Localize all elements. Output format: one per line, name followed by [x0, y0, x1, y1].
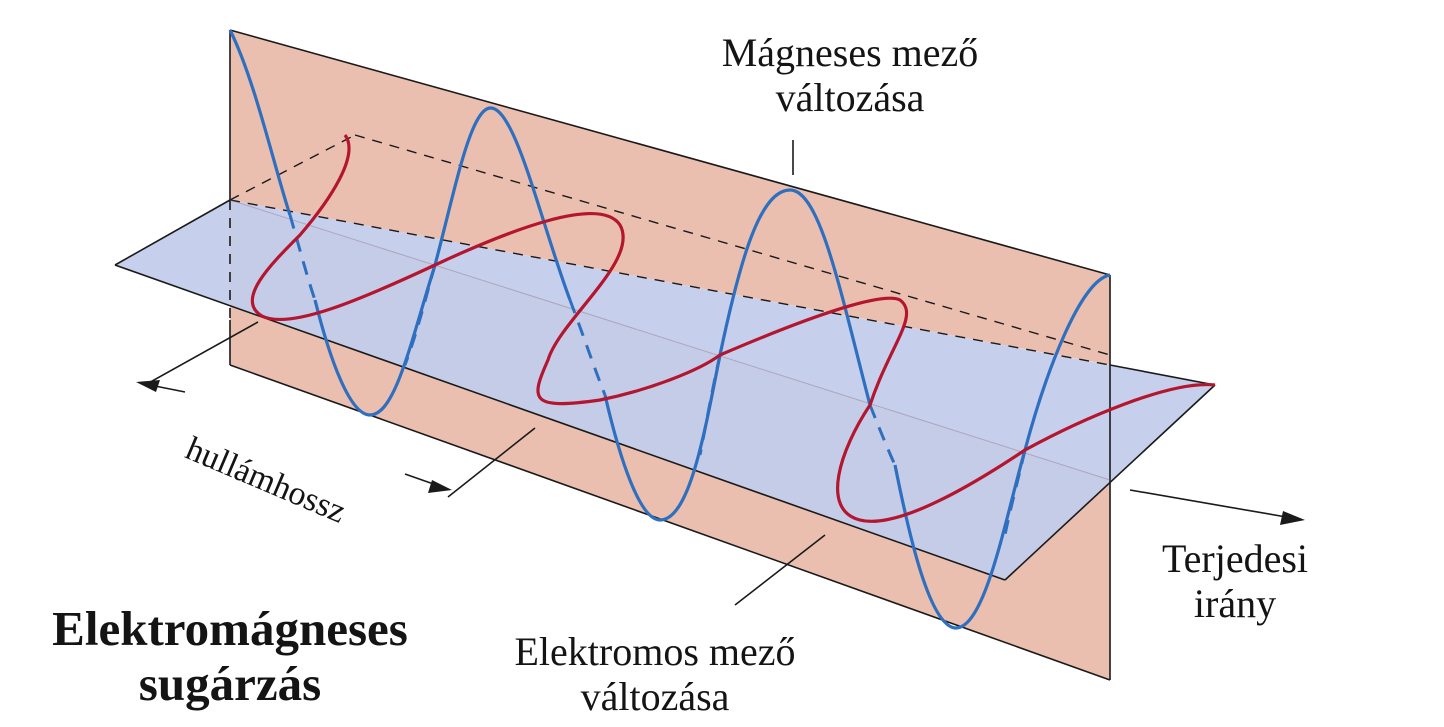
electric-envelope-dashed-left: [229, 134, 356, 201]
vertical-plane-bottom-edge: [229, 364, 1111, 681]
horizontal-plane-back-edge-right: [1109, 364, 1216, 386]
electric-wave: [250, 134, 1216, 523]
vertical-plane-upper: [230, 30, 1110, 365]
wavelength-tick-right: [447, 427, 536, 498]
direction-label-line2: irány: [1193, 581, 1277, 627]
electric-field-label: Elektromos mező változása: [470, 629, 840, 719]
magnetic-field-label: Mágneses mező változása: [700, 30, 1000, 120]
magnetic-label-line1: Mágneses mező: [721, 30, 979, 75]
diagram-title: Elektromágneses sugárzás: [20, 601, 440, 712]
magnetic-wave-solid: [228, 29, 1111, 630]
horizontal-plane-right-edge: [1004, 384, 1216, 581]
wavelength-tick-left: [144, 321, 259, 386]
electric-label-line1: Elektromos mező: [514, 629, 796, 674]
direction-label-line1: Terjedesi: [1161, 536, 1308, 581]
magnetic-wave-dashed: [288, 214, 1027, 536]
title-line2: sugárzás: [138, 656, 322, 712]
direction-arrow-head: [1280, 511, 1305, 525]
electric-envelope-dashed-top: [354, 134, 1111, 356]
horizontal-plane-left-edge: [114, 199, 231, 266]
wavelength-arrow-left-head: [136, 380, 160, 392]
electric-label-line2: változása: [580, 674, 730, 720]
magnetic-label-line2: változása: [775, 75, 925, 121]
propagation-axis: [229, 199, 1111, 481]
electric-pointer: [734, 534, 826, 606]
horizontal-plane-back-edge: [229, 199, 1111, 366]
horizontal-plane: [115, 200, 1215, 580]
propagation-direction-label: Terjedesi irány: [1115, 536, 1355, 626]
wavelength-arrow-right-head: [428, 480, 452, 493]
vertical-plane-top-edge: [229, 29, 1111, 276]
title-line1: Elektromágneses: [52, 601, 408, 656]
direction-arrow-line: [1129, 489, 1293, 519]
